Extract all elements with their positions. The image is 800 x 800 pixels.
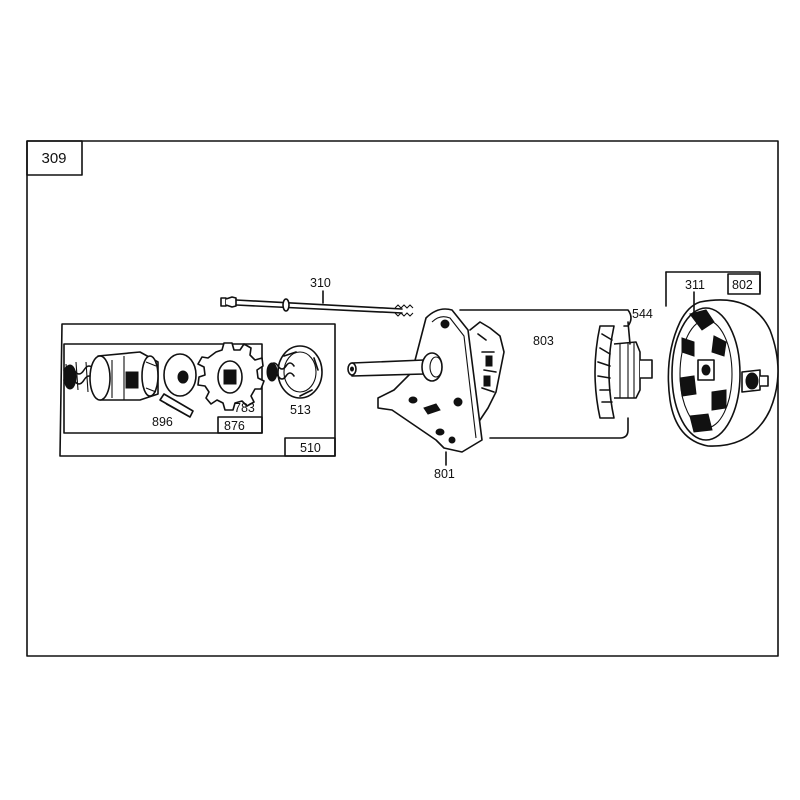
kit-876-label-box	[217, 416, 263, 434]
label-311: 311	[685, 278, 705, 292]
kit-876-group: 876	[63, 343, 263, 434]
label-783: 783	[234, 401, 255, 415]
label-876: 876	[224, 419, 245, 433]
label-513: 513	[290, 403, 311, 417]
through-bolt-310-part: 310	[220, 276, 414, 317]
kit-510-label-box	[284, 437, 336, 457]
end-cap-802-part: 311	[667, 278, 779, 447]
end-cap-802-label-box	[727, 273, 761, 295]
label-801: 801	[434, 467, 455, 481]
armature-544-part: 544	[594, 307, 653, 419]
label-803: 803	[533, 334, 554, 348]
label-896: 896	[152, 415, 173, 429]
drive-end-bracket-801-part: 801	[347, 308, 505, 481]
figure-number-box: 309	[26, 140, 83, 176]
label-510: 510	[300, 441, 321, 455]
figure-number: 309	[41, 150, 66, 167]
pin-896-part: 896	[152, 393, 194, 429]
label-544: 544	[632, 307, 653, 321]
label-802: 802	[732, 278, 753, 292]
gear-783-part: 783	[197, 342, 265, 415]
label-310: 310	[310, 276, 331, 290]
drive-assembly-part	[63, 351, 159, 401]
kit-510-group: 510	[59, 323, 336, 457]
diagram-frame	[26, 140, 779, 657]
washer-part	[163, 353, 197, 397]
end-cap-802-group: 802	[665, 271, 761, 307]
part-513-assembly: 513	[266, 345, 323, 417]
